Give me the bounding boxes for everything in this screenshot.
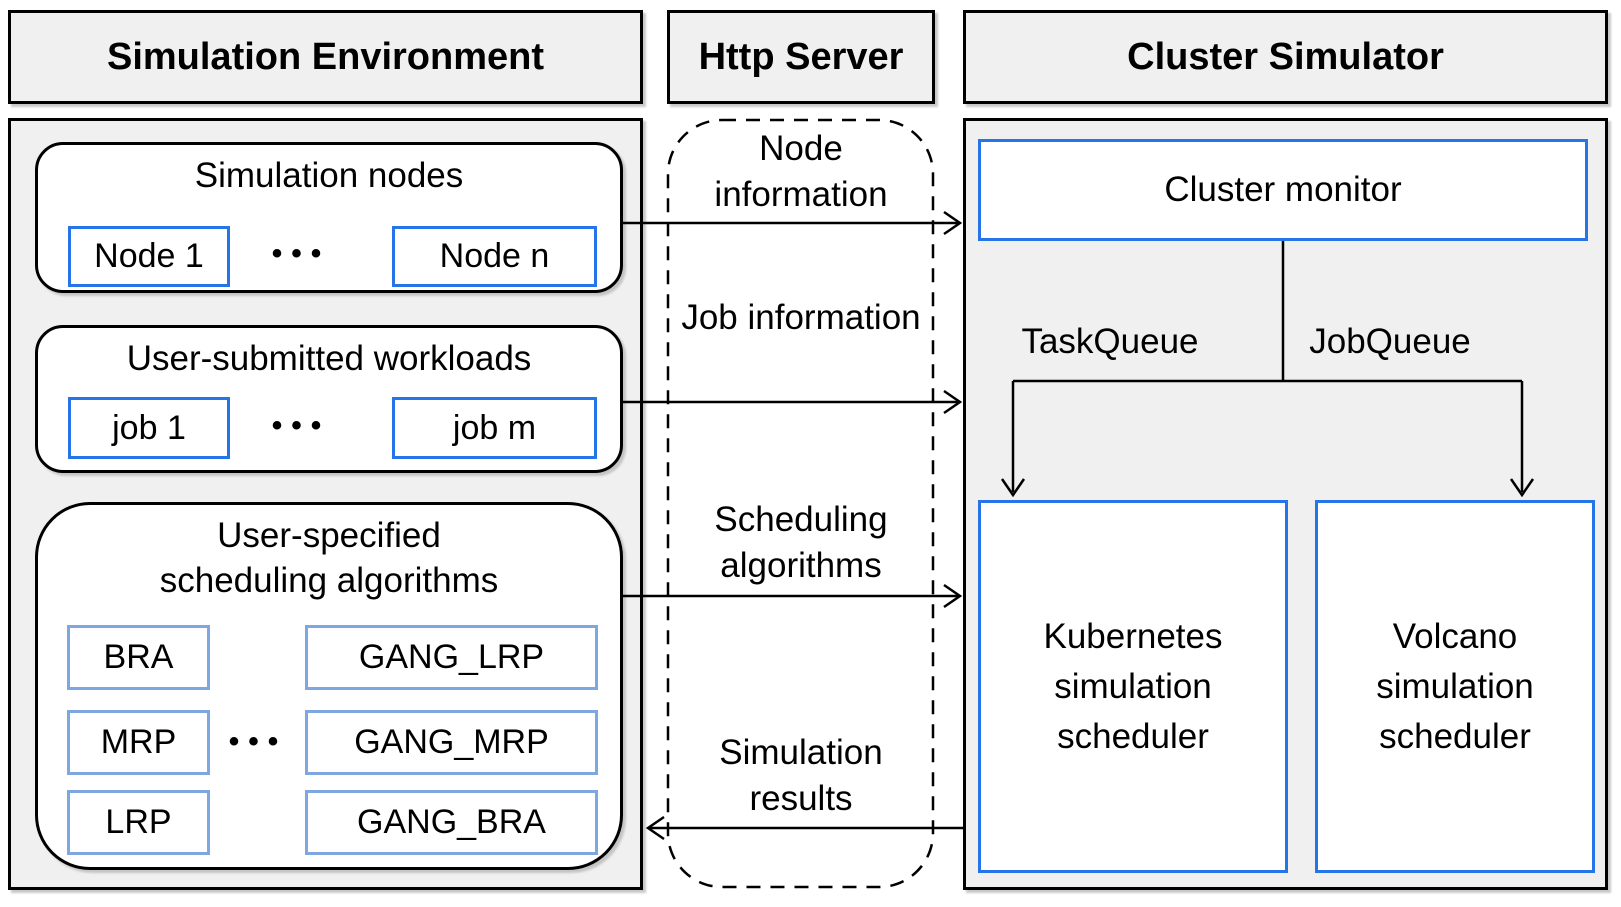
header-simulation-environment: Simulation Environment — [8, 10, 643, 104]
label-node-information: Node information — [714, 129, 888, 214]
gang-lrp-box: GANG_LRP — [305, 625, 598, 690]
node-ellipsis: ••• — [271, 237, 331, 270]
algorithms-title-line2: scheduling algorithms — [159, 561, 499, 600]
gang-bra-box: GANG_BRA — [305, 790, 598, 855]
job-m-box: job m — [392, 397, 597, 459]
kubernetes-scheduler-box: Kubernetes simulation scheduler — [978, 500, 1288, 873]
mrp-box: MRP — [67, 710, 210, 775]
workloads-title: User-submitted workloads — [126, 339, 532, 378]
algorithm-ellipsis: ••• — [228, 725, 288, 758]
header-cluster-simulator: Cluster Simulator — [963, 10, 1608, 104]
algorithms-title-line1: User-specified — [217, 516, 441, 555]
job-ellipsis: ••• — [271, 409, 331, 442]
volcano-scheduler-box: Volcano simulation scheduler — [1315, 500, 1595, 873]
job-information-arrow — [623, 389, 963, 415]
job-1-box: job 1 — [68, 397, 230, 459]
cluster-monitor-box: Cluster monitor — [978, 139, 1588, 241]
simulation-nodes-title: Simulation nodes — [194, 156, 464, 195]
header-http-server: Http Server — [667, 10, 935, 104]
gang-mrp-box: GANG_MRP — [305, 710, 598, 775]
label-simulation-results: Simulation results — [719, 733, 883, 818]
label-job-information: Job information — [681, 298, 921, 337]
job-queue-label: JobQueue — [1309, 322, 1471, 361]
volcano-scheduler-label: Volcano simulation scheduler — [1376, 616, 1534, 756]
bra-box: BRA — [67, 625, 210, 690]
lrp-box: LRP — [67, 790, 210, 855]
node-1-box: Node 1 — [68, 226, 230, 287]
node-n-box: Node n — [392, 226, 597, 287]
kubernetes-scheduler-label: Kubernetes simulation scheduler — [1043, 616, 1223, 756]
label-scheduling-algorithms: Scheduling algorithms — [714, 500, 888, 585]
task-queue-label: TaskQueue — [1021, 322, 1199, 361]
